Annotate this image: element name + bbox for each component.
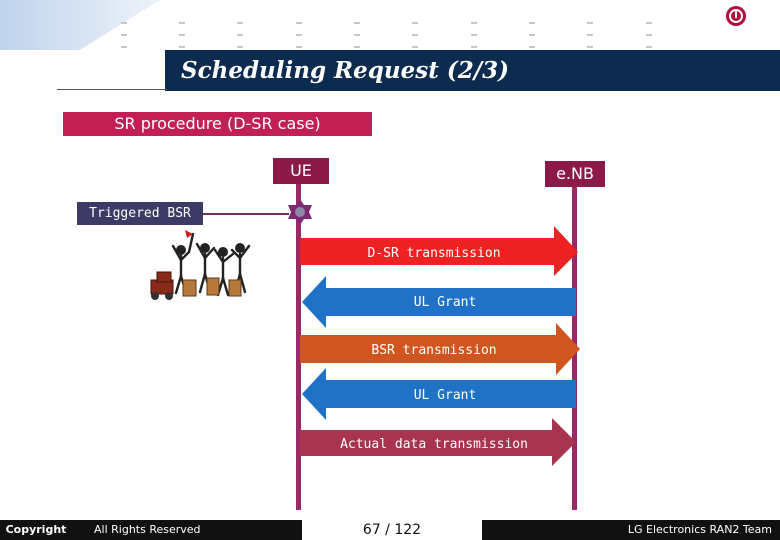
page-number: 67 / 122	[362, 522, 422, 538]
page-title: Scheduling Request (2/3)	[165, 50, 780, 91]
triggered-bsr-label: Triggered BSR	[77, 202, 203, 225]
team-label: LG Electronics RAN2 Team	[482, 520, 780, 540]
message-arrows: D-SR transmission UL Grant BSR transmiss…	[300, 226, 580, 466]
header-decoration	[0, 0, 652, 50]
message-label: D-SR transmission	[367, 246, 500, 261]
lg-logo: LG Life's Good	[703, 6, 779, 46]
copyright-label: Copyright	[0, 520, 72, 540]
ue-node: UE	[273, 158, 329, 184]
message-arrow: UL Grant	[302, 276, 576, 328]
enb-node: e.NB	[545, 161, 605, 187]
lg-logo-text: LG	[750, 11, 769, 26]
message-arrow: Actual data transmission	[300, 418, 576, 466]
message-arrow: D-SR transmission	[300, 226, 578, 276]
rights-label: All Rights Reserved	[72, 520, 302, 540]
message-arrow: UL Grant	[302, 368, 576, 420]
trigger-star-icon	[288, 199, 312, 225]
message-label: Actual data transmission	[340, 437, 528, 452]
message-label: UL Grant	[414, 388, 477, 403]
message-label: BSR transmission	[371, 343, 496, 358]
event-connector	[203, 213, 289, 215]
people-celebrating-illustration	[150, 230, 251, 300]
title-underline	[57, 89, 167, 90]
procedure-label: SR procedure (D-SR case)	[63, 112, 372, 136]
ue-lifeline	[296, 184, 301, 510]
message-arrow: BSR transmission	[300, 323, 580, 375]
message-label: UL Grant	[414, 295, 477, 310]
